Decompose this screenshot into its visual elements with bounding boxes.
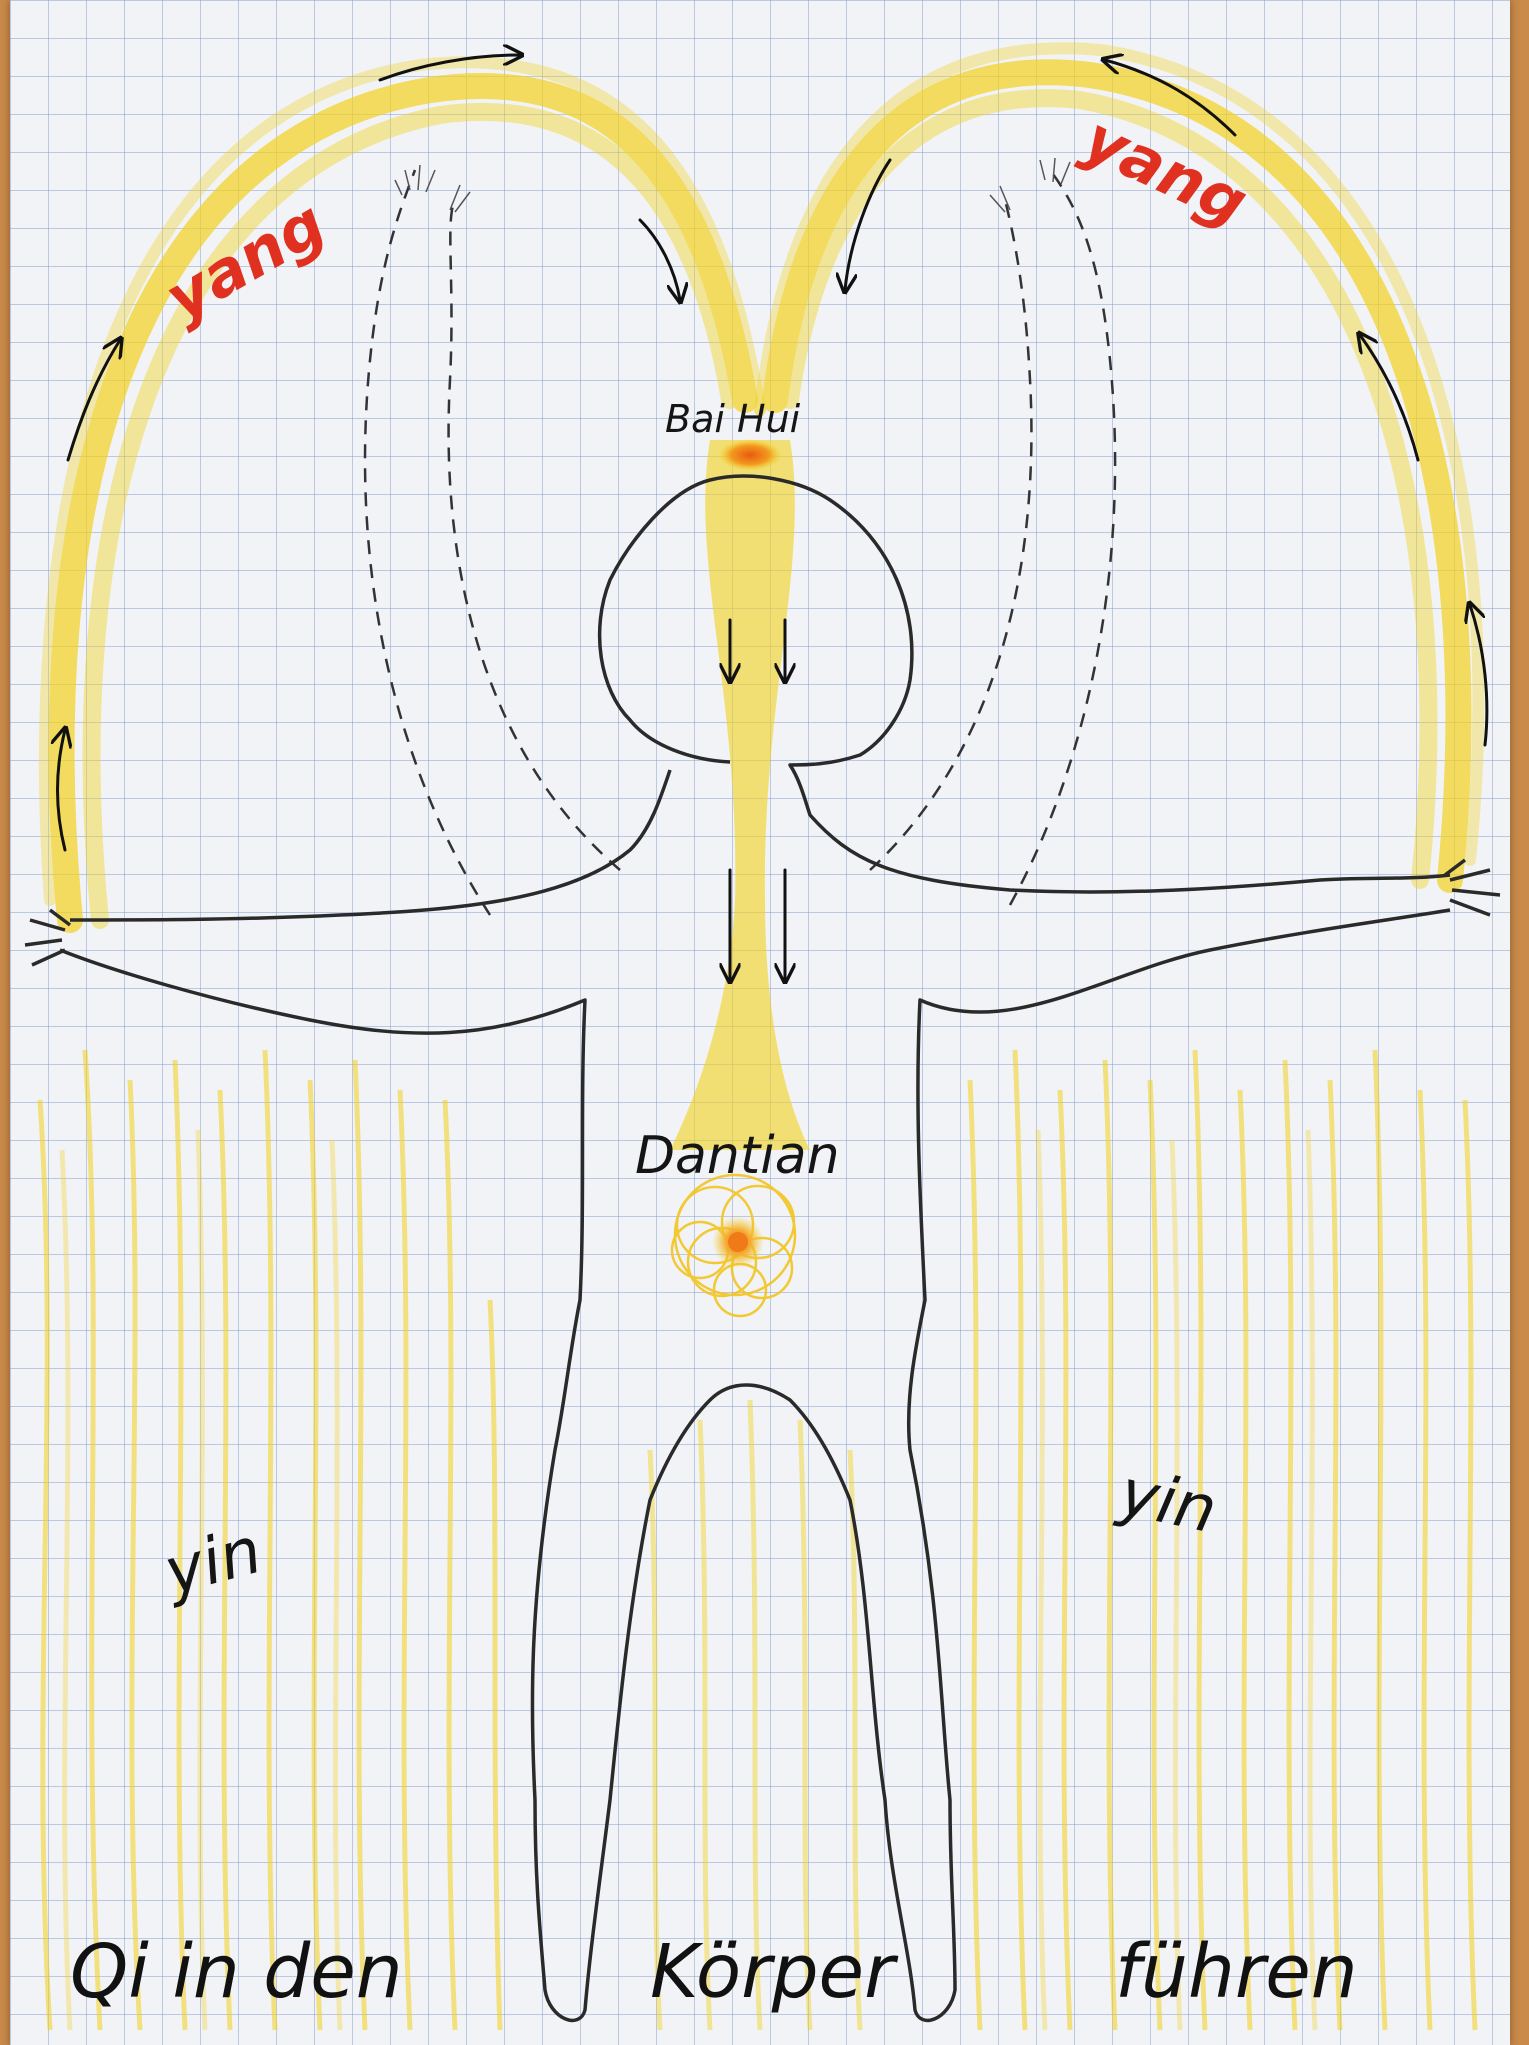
dantian-center (728, 1232, 748, 1252)
title-part-3: führen (1115, 1935, 1358, 2009)
title-part-2: Körper (650, 1935, 895, 2009)
yin-field-left (40, 1050, 500, 2030)
grid-paper-sheet: yang yang Bai Hui Dantian yin yin Qi in … (10, 0, 1510, 2045)
yin-label-right: yin (1114, 1461, 1221, 1544)
yang-arc-left (45, 62, 760, 920)
raised-hands (395, 158, 1070, 212)
title-part-1: Qi in den (70, 1935, 403, 2009)
yin-field-right (970, 1050, 1475, 2030)
dantian-label: Dantian (635, 1130, 840, 1182)
bai-hui-point (718, 439, 782, 471)
central-qi-channel (670, 440, 810, 1150)
bai-hui-label: Bai Hui (665, 400, 800, 438)
